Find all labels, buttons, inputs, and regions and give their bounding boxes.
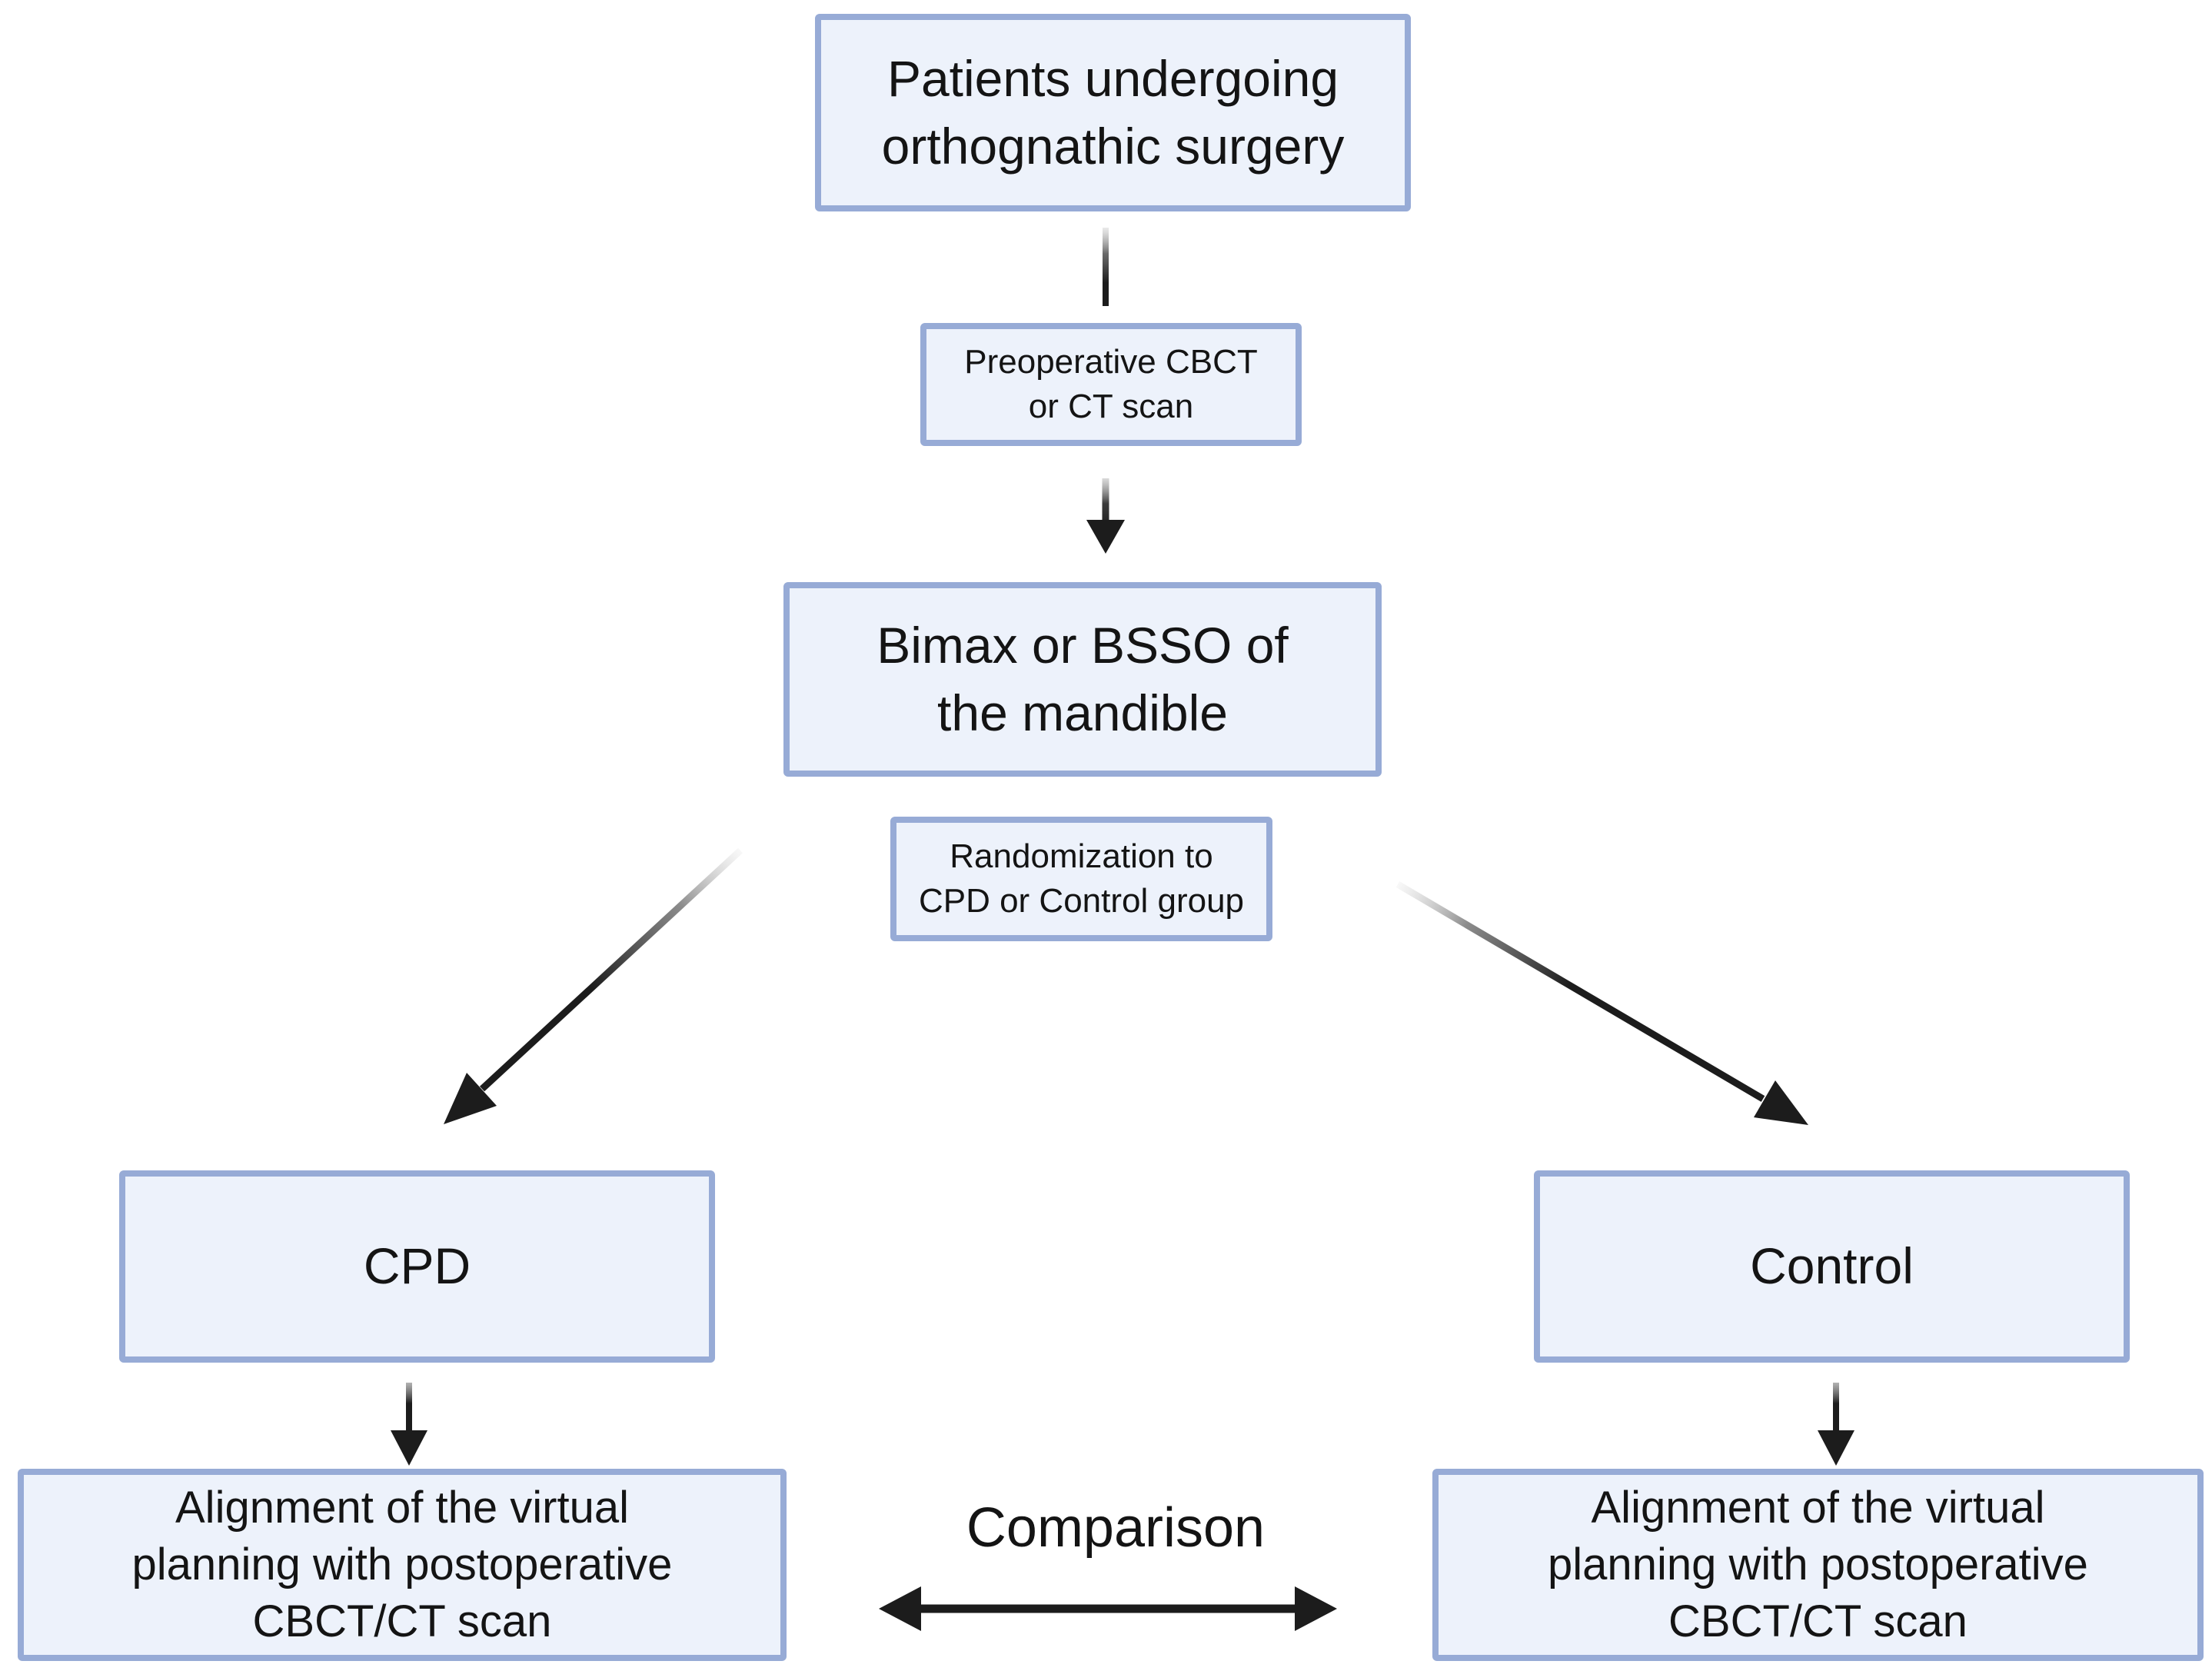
node-cpd-alignment-virtual-planning: Alignment of the virtual planning with p… (18, 1469, 787, 1661)
arrow-bimax-to-cpd (444, 847, 743, 1124)
comparison-label: Comparison (966, 1497, 1266, 1559)
arrow-preop-to-bimax (1086, 478, 1125, 554)
arrow-cpd-to-alignment (391, 1383, 427, 1466)
comparison-double-arrow (879, 1586, 1337, 1631)
node-control-alignment-virtual-planning: Alignment of the virtual planning with p… (1432, 1469, 2204, 1661)
arrow-control-to-alignment (1818, 1383, 1854, 1466)
node-preoperative-cbct-or-ct-scan: Preoperative CBCT or CT scan (920, 323, 1302, 446)
node-bimax-or-bsso-of-the-mandible: Bimax or BSSO of the mandible (783, 582, 1382, 777)
arrow-bimax-to-control (1395, 881, 1808, 1125)
node-randomization-to-cpd-or-control-group: Randomization to CPD or Control group (890, 817, 1272, 941)
node-control: Control (1534, 1170, 2130, 1363)
node-patients-undergoing-orthognathic-surgery: Patients undergoing orthognathic surgery (815, 14, 1411, 211)
node-cpd: CPD (119, 1170, 715, 1363)
